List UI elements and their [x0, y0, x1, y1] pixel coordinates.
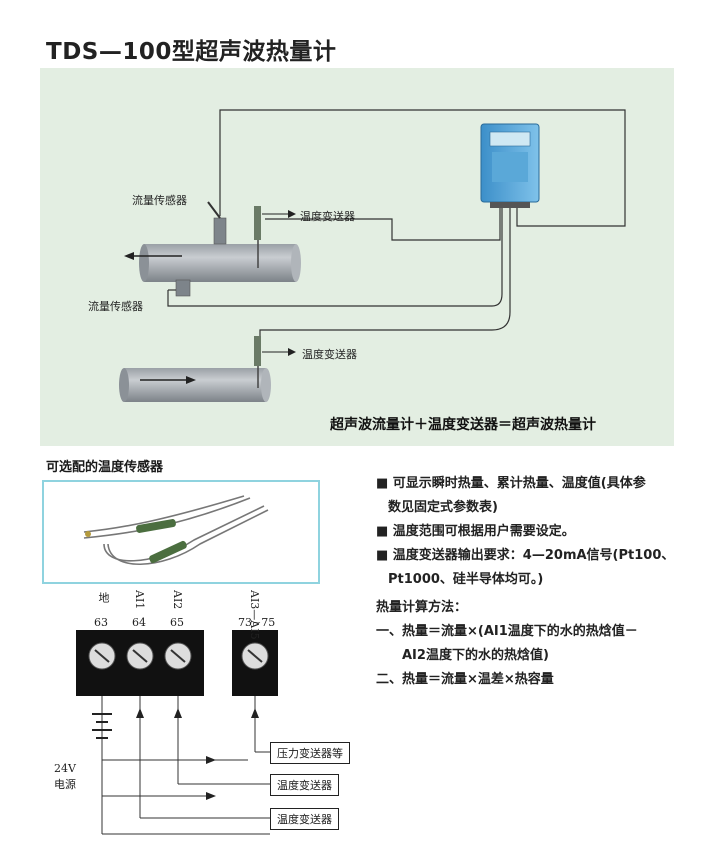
terminal-name: 地 — [97, 592, 110, 603]
wiring-diagram: 地 AI1 AI2 AI3—AI5 63 64 65 73~75 24V 电源 … — [40, 590, 360, 850]
calc-heading: 热量计算方法： — [376, 600, 468, 615]
terminal-number: 63 — [94, 616, 108, 629]
sensor-probe-2 — [149, 540, 187, 564]
temp-transmitter-box-1: 温度变送器 — [270, 774, 339, 796]
terminal-number: 64 — [132, 616, 146, 629]
terminal-name: AI2 — [171, 590, 184, 610]
flow-sensor-top-label: 流量传感器 — [132, 194, 187, 207]
pressure-transmitter-box: 压力变送器等 — [270, 742, 350, 764]
terminal-name: AI3—AI5 — [248, 590, 261, 640]
terminal-name: AI1 — [133, 590, 146, 610]
battery-icon — [92, 713, 112, 739]
upper-pipe — [124, 244, 301, 282]
flow-sensor-bottom — [168, 279, 191, 297]
calc-line: AI2温度下的水的热焓值) — [402, 648, 549, 663]
sensor-probe-1 — [136, 519, 176, 533]
temp-transmitter-bottom-label: 温度变送器 — [302, 348, 357, 361]
temp-transmitter-top-label: 温度变送器 — [300, 210, 355, 223]
features-list: ■ 可显示瞬时热量、累计热量、温度值(具体参 数见固定式参数表) ■ 温度范围可… — [376, 472, 674, 592]
temp-probe-bottom — [254, 336, 296, 388]
feature-line: ■ 温度范围可根据用户需要设定。 — [376, 524, 575, 539]
power-sub-label: 电源 — [54, 778, 76, 791]
flow-sensor-top — [207, 201, 227, 245]
feature-line: Pt1000、硅半导体均可。) — [388, 572, 544, 587]
temperature-sensor-photo — [42, 480, 320, 584]
lower-pipe — [119, 368, 271, 402]
diagram-drawing — [119, 109, 626, 402]
sensors-heading: 可选配的温度传感器 — [46, 460, 164, 475]
feature-line: ■ 温度变送器输出要求：4—20mA信号(Pt100、 — [376, 548, 675, 563]
calc-line: 二、热量＝流量×温差×热容量 — [376, 672, 554, 687]
calc-methods: 热量计算方法： 一、热量＝流量×(AI1温度下的水的热焓值－ AI2温度下的水的… — [376, 596, 638, 692]
ultrasonic-meter — [480, 123, 540, 208]
temp-transmitter-box-2: 温度变送器 — [270, 808, 339, 830]
sensor-illustration — [83, 495, 269, 566]
calc-line: 一、热量＝流量×(AI1温度下的水的热焓值－ — [376, 624, 638, 639]
system-diagram: 流量传感器 温度变送器 流量传感器 温度变送器 超声波流量计＋温度变送器＝超声波… — [40, 68, 674, 446]
wiring-drawing — [76, 630, 278, 835]
flow-sensor-bottom-label: 流量传感器 — [88, 300, 143, 313]
power-label: 24V — [54, 762, 76, 775]
feature-line: ■ 可显示瞬时热量、累计热量、温度值(具体参 — [376, 476, 646, 491]
temp-probe-top — [254, 206, 296, 268]
terminal-number: 73~75 — [238, 616, 276, 629]
terminal-number: 65 — [170, 616, 184, 629]
formula: 超声波流量计＋温度变送器＝超声波热量计 — [330, 417, 596, 433]
page-title: TDS—100型超声波热量计 — [46, 39, 337, 65]
feature-line: 数见固定式参数表) — [388, 500, 498, 515]
